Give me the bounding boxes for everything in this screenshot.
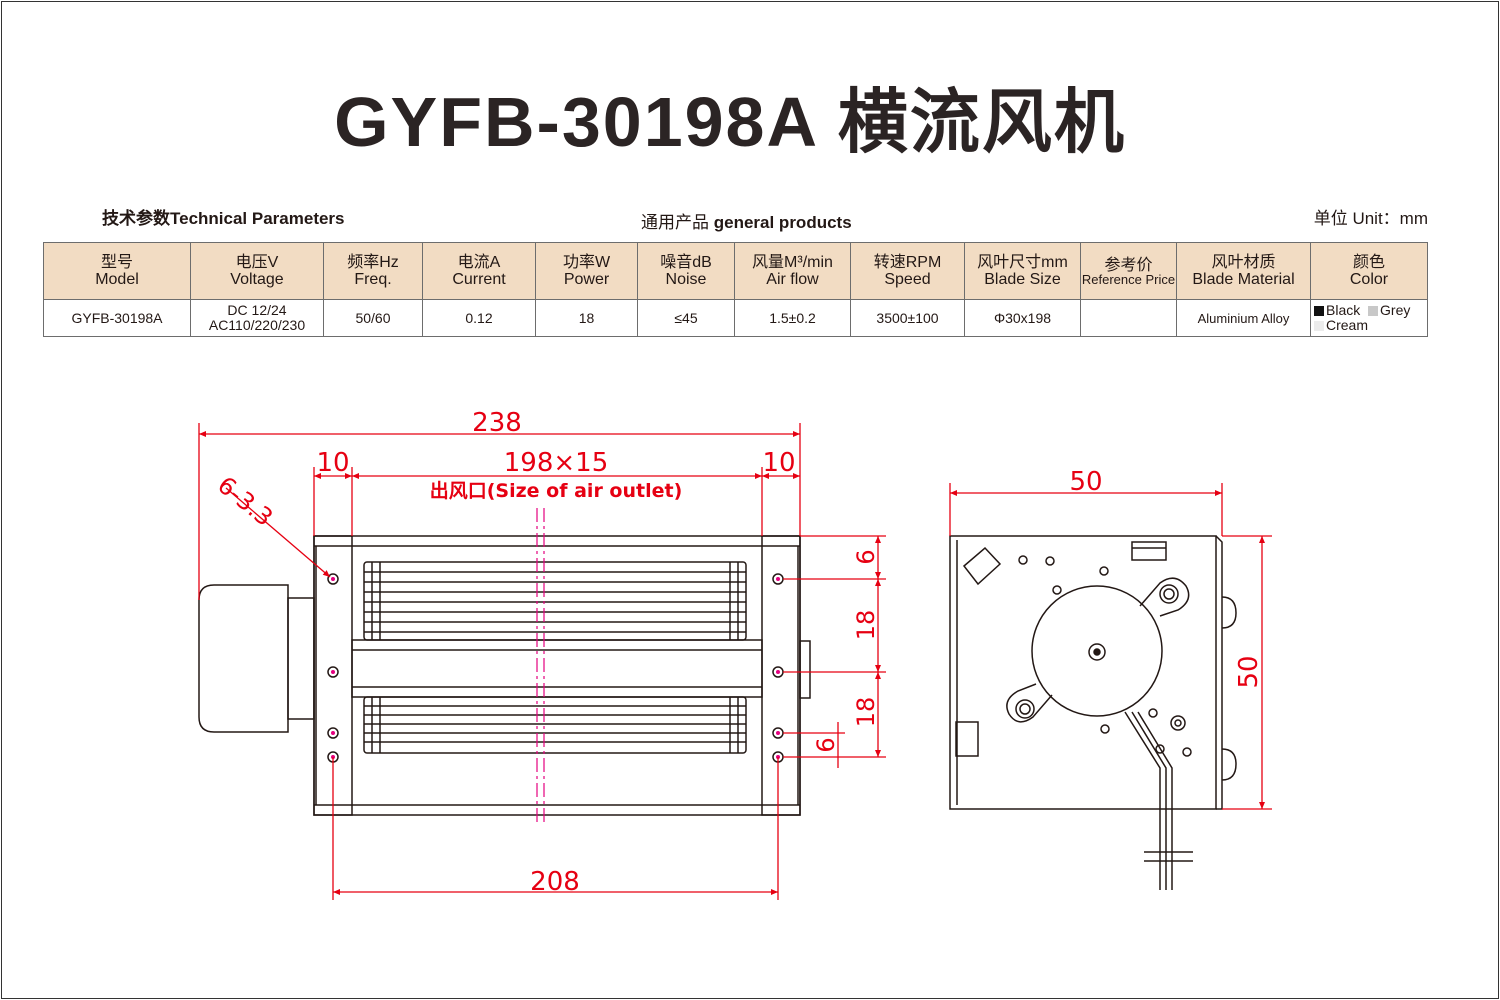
motor-flange-top bbox=[1139, 577, 1190, 617]
color-swatch-grey bbox=[1368, 306, 1379, 317]
dim-v1: 6 bbox=[852, 549, 880, 564]
cell-freq: 50/60 bbox=[323, 299, 423, 337]
cell-color: Black Grey Cream bbox=[1310, 299, 1428, 337]
outlet-label: 出风口(Size of air outlet) bbox=[430, 479, 683, 502]
section-heading-technical-parameters: 技术参数Technical Parameters bbox=[102, 204, 345, 229]
color-swatch-black bbox=[1314, 306, 1324, 317]
dim-right-margin: 10 bbox=[762, 448, 795, 478]
center-line bbox=[536, 508, 545, 826]
cell-speed: 3500±100 bbox=[850, 299, 965, 337]
dim-v4: 6 bbox=[812, 737, 840, 752]
cell-model: GYFB-30198A bbox=[43, 299, 191, 337]
housing-outline bbox=[313, 535, 801, 816]
motor-shaft bbox=[1088, 643, 1106, 661]
impeller-upper bbox=[363, 561, 747, 641]
heading-cn: 通用产品 bbox=[641, 213, 709, 232]
heading-en: Technical Parameters bbox=[170, 209, 345, 228]
section-heading-general-products: 通用产品 general products bbox=[641, 208, 852, 233]
dim-outlet: 198×15 bbox=[504, 448, 609, 478]
heading-en: general products bbox=[713, 213, 852, 232]
dim-left-margin: 10 bbox=[316, 448, 349, 478]
cell-noise: ≤45 bbox=[637, 299, 735, 337]
impeller-lower bbox=[363, 696, 747, 754]
side-height: 50 bbox=[1234, 655, 1264, 688]
side-bump-bottom bbox=[1221, 748, 1237, 781]
lead-wires bbox=[1124, 711, 1173, 890]
cell-material: Aluminium Alloy bbox=[1176, 299, 1311, 337]
cell-current: 0.12 bbox=[422, 299, 536, 337]
side-view bbox=[949, 535, 1237, 890]
heading-cn: 技术参数 bbox=[102, 209, 170, 228]
cell-power: 18 bbox=[535, 299, 638, 337]
outlet-cover bbox=[351, 639, 763, 698]
top-tab bbox=[1131, 541, 1167, 561]
side-dimensions bbox=[949, 483, 1272, 810]
dim-v2: 18 bbox=[852, 610, 880, 641]
left-tab bbox=[955, 721, 979, 757]
side-bump-top bbox=[1221, 596, 1237, 629]
motor-flange-bottom bbox=[1006, 683, 1053, 723]
dim-total-width: 238 bbox=[472, 408, 522, 438]
motor-disk bbox=[1031, 585, 1163, 717]
dim-v3: 18 bbox=[852, 697, 880, 728]
color-swatch-cream bbox=[1314, 321, 1324, 332]
front-view bbox=[198, 535, 811, 816]
page-title: GYFB-30198A 横流风机 bbox=[334, 83, 1126, 161]
motor-body bbox=[198, 584, 289, 733]
corner-clip bbox=[962, 546, 1002, 586]
dim-bottom: 208 bbox=[530, 867, 580, 897]
motor-collar bbox=[287, 597, 315, 720]
cell-airflow: 1.5±0.2 bbox=[734, 299, 851, 337]
unit-label: 单位 Unit：mm bbox=[1313, 209, 1428, 228]
side-housing bbox=[949, 535, 1217, 810]
right-bearing-cap bbox=[799, 640, 811, 699]
side-width: 50 bbox=[1069, 467, 1102, 497]
hole-spec: 6-3.3 bbox=[212, 471, 278, 532]
front-dimensions bbox=[198, 423, 886, 900]
